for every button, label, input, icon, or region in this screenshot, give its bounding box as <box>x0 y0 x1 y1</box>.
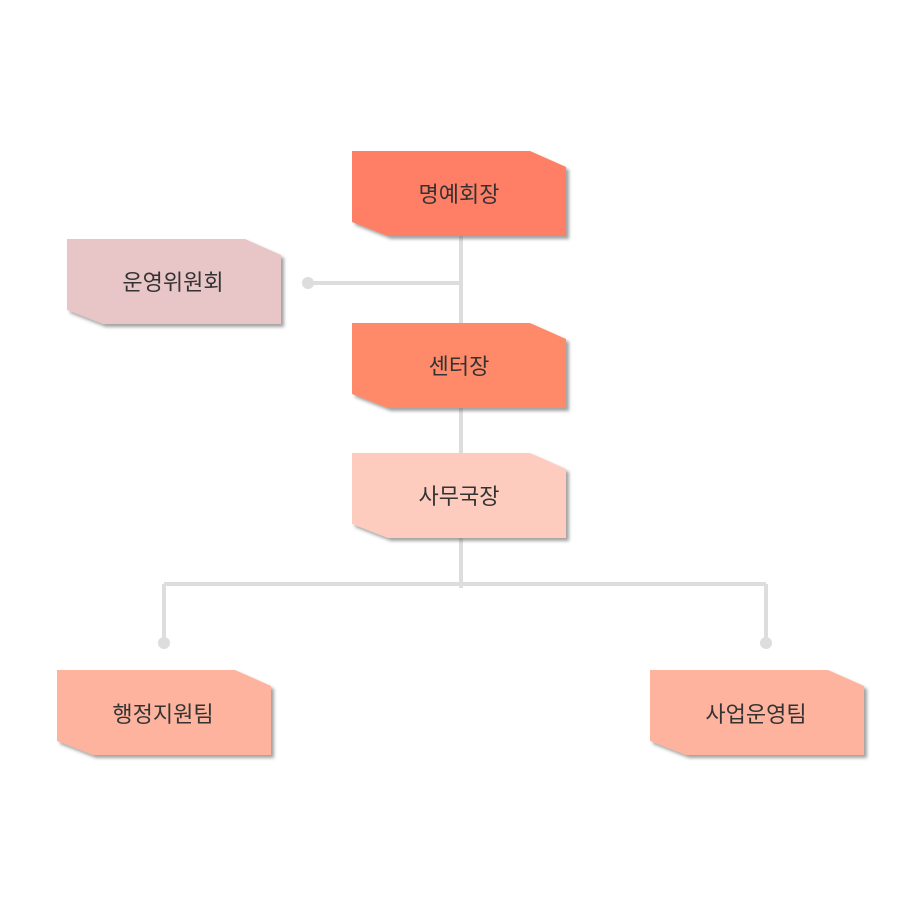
connector-dot-admin-team <box>158 637 170 649</box>
connector-dot-committee <box>302 277 314 289</box>
node-honorary-chair-label: 명예회장 <box>419 183 500 208</box>
node-secretary-general-box <box>352 453 566 538</box>
node-honorary-chair: 명예회장 <box>352 151 566 236</box>
node-center-director: 센터장 <box>352 323 566 408</box>
node-business-operations-team-label: 사업운영팀 <box>705 703 806 728</box>
node-admin-support-team-box <box>57 670 271 755</box>
node-business-operations-team: 사업운영팀 <box>650 670 864 755</box>
connector-dot-business-team <box>760 637 772 649</box>
node-admin-support-team: 행정지원팀 <box>57 670 271 755</box>
node-honorary-chair-box <box>352 151 566 236</box>
node-admin-support-team-label: 행정지원팀 <box>112 703 213 728</box>
node-steering-committee-box <box>67 239 281 324</box>
connector-dots <box>158 277 772 649</box>
node-secretary-general: 사무국장 <box>352 453 566 538</box>
node-steering-committee-label: 운영위원회 <box>122 271 223 296</box>
node-business-operations-team-box <box>650 670 864 755</box>
node-secretary-general-label: 사무국장 <box>419 485 500 510</box>
node-center-director-label: 센터장 <box>429 355 490 380</box>
node-center-director-box <box>352 323 566 408</box>
node-steering-committee: 운영위원회 <box>67 239 281 324</box>
